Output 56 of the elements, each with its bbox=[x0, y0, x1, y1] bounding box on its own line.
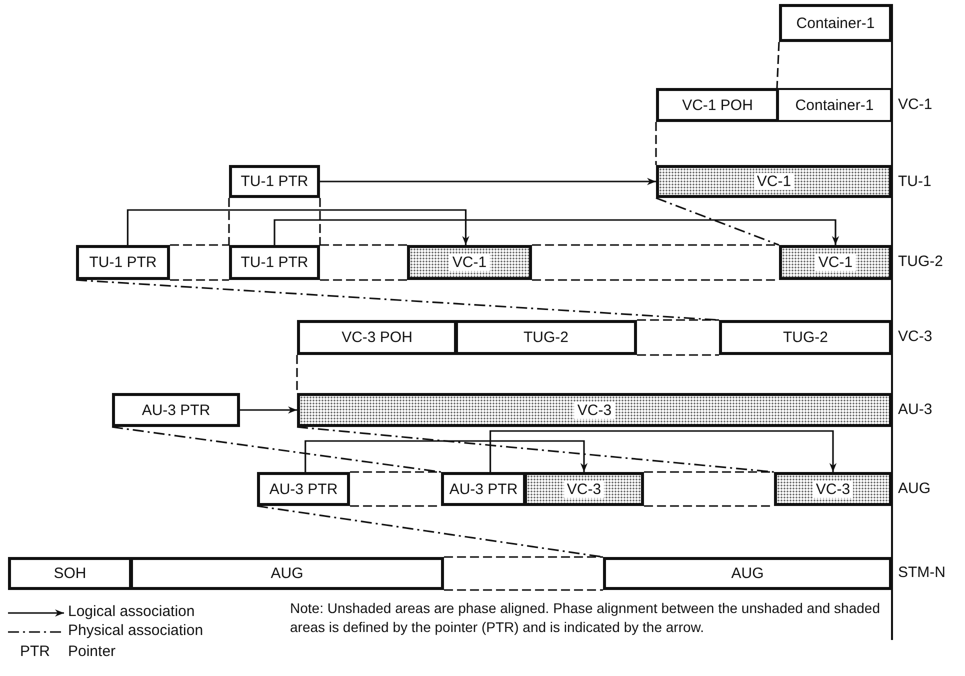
row-label: AUG bbox=[898, 480, 931, 498]
abbreviation: PTR bbox=[20, 643, 50, 661]
dashed-line bbox=[169, 244, 230, 281]
field-label: VC-1 bbox=[754, 173, 794, 190]
shaded-field-box bbox=[297, 393, 892, 427]
field-label: VC-3 bbox=[564, 480, 604, 498]
field-box bbox=[656, 88, 779, 122]
shaded-field-box bbox=[407, 245, 532, 280]
dash-dot-line bbox=[112, 426, 442, 473]
row-label: TUG-2 bbox=[898, 253, 943, 271]
shaded-field-box bbox=[779, 245, 892, 280]
field-box bbox=[603, 557, 892, 590]
field-label: VC-3 bbox=[574, 402, 615, 418]
pointer-arrow bbox=[126, 209, 470, 245]
row-label: STM-N bbox=[898, 564, 946, 582]
pointer-arrow bbox=[490, 430, 837, 472]
legend-text: Logical association bbox=[68, 603, 195, 621]
field-box bbox=[130, 557, 444, 590]
dashed-line bbox=[636, 319, 720, 356]
row-label: AU-3 bbox=[898, 401, 932, 419]
field-box bbox=[257, 472, 350, 506]
field-box bbox=[777, 88, 892, 122]
dashed-line bbox=[655, 122, 657, 165]
shaded-field-box bbox=[524, 472, 644, 506]
legend-text: Pointer bbox=[68, 643, 116, 661]
field-box bbox=[76, 245, 170, 280]
note-text: Note: Unshaded areas are phase aligned. Phase alignment between the unshaded and shaded areas is defined by the pointer (PTR) and is indicated by the arrow. bbox=[290, 599, 881, 637]
pointer-arrow bbox=[304, 440, 588, 472]
field-box bbox=[779, 4, 892, 42]
dashed-line bbox=[228, 197, 321, 246]
row-label: TU-1 bbox=[898, 173, 932, 191]
field-box bbox=[441, 472, 526, 506]
shaded-field-box bbox=[656, 165, 892, 198]
dashed-line bbox=[296, 355, 298, 393]
pointer-arrow bbox=[320, 178, 656, 186]
field-box bbox=[229, 165, 320, 198]
field-box bbox=[112, 393, 240, 427]
dash-dot-line bbox=[296, 426, 774, 473]
shaded-field-box bbox=[774, 472, 892, 506]
row-label: VC-3 bbox=[898, 328, 932, 346]
field-label: VC-1 bbox=[815, 254, 856, 271]
field-box bbox=[229, 245, 320, 280]
row-label: VC-1 bbox=[898, 96, 932, 114]
dashed-line bbox=[776, 42, 780, 88]
legend-text: Physical association bbox=[68, 622, 204, 640]
dashed-line bbox=[319, 244, 408, 281]
field-label: VC-1 bbox=[449, 254, 490, 271]
field-box bbox=[8, 557, 132, 590]
pointer-arrow bbox=[274, 219, 840, 245]
field-box bbox=[297, 320, 457, 355]
dash-dot-line bbox=[656, 197, 780, 246]
dashed-line bbox=[443, 556, 604, 591]
field-box bbox=[719, 320, 892, 355]
field-label: VC-3 bbox=[812, 480, 854, 498]
field-box bbox=[455, 320, 637, 355]
pointer-arrow bbox=[240, 406, 297, 414]
